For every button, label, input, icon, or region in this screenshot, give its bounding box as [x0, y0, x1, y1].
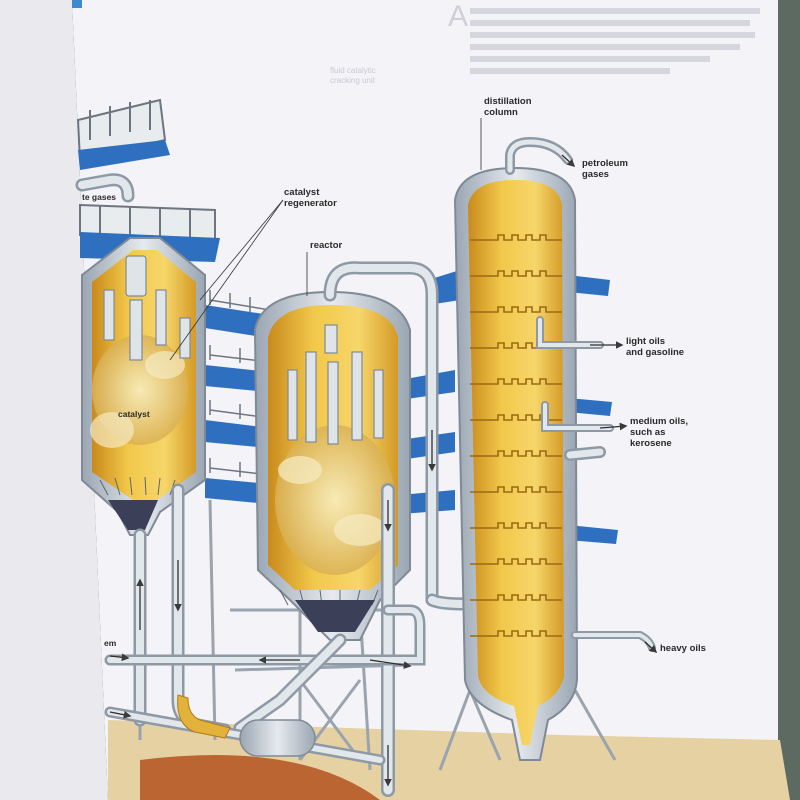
- tray: [470, 234, 562, 241]
- catalyst-transfer-bend: [177, 694, 231, 739]
- label-catalyst: catalyst: [118, 409, 150, 419]
- label-steam: em: [104, 638, 117, 648]
- tray: [470, 558, 562, 565]
- flow-arrows: [109, 430, 436, 787]
- label-catalyst-regenerator: catalyst regenerator: [284, 187, 337, 209]
- platform-top: [78, 140, 170, 170]
- product-arrows: [561, 154, 658, 654]
- tray: [470, 594, 562, 601]
- label-distillation-column: distillation column: [484, 96, 532, 118]
- storage-tank: [239, 719, 316, 757]
- label-petroleum-gases: petroleum gases: [582, 158, 628, 180]
- tray: [470, 378, 562, 385]
- label-reactor: reactor: [310, 240, 343, 251]
- tray: [470, 486, 562, 493]
- platform-column-right-3: [568, 525, 618, 544]
- label-heavy-oils: heavy oils: [660, 643, 706, 654]
- distillation-trays: [470, 234, 562, 637]
- reactor-vessel: [253, 290, 411, 641]
- label-medium-oils: medium oils, such as kerosene: [630, 416, 689, 449]
- tray: [470, 270, 562, 277]
- drop-cap: A: [448, 0, 469, 33]
- tray: [470, 630, 562, 637]
- railings: [209, 290, 271, 477]
- platform-mid-2: [205, 365, 270, 392]
- platform-mid-1: [205, 305, 270, 338]
- platform-mid-4: [205, 478, 270, 504]
- tray: [470, 522, 562, 529]
- platform-column-right-2: [568, 398, 612, 416]
- column-outlet-pipes: [505, 136, 656, 652]
- faint-caption: fluid catalytic cracking unit: [330, 66, 376, 85]
- page-blue-tab: [72, 0, 82, 8]
- platform-mid-3: [205, 420, 270, 448]
- tray: [470, 306, 562, 313]
- tray: [470, 450, 562, 457]
- label-leaders: [169, 118, 482, 361]
- background-text-lines: [470, 8, 760, 74]
- label-waste-gases: te gases: [82, 192, 117, 202]
- label-light-oils: light oils and gasoline: [626, 336, 685, 358]
- book-edge: [778, 0, 800, 800]
- ground-cutaway: [140, 755, 380, 800]
- catalyst-regenerator-vessel: [81, 237, 206, 536]
- distillation-column-vessel: [453, 166, 579, 761]
- platform-column-right-1: [568, 275, 610, 296]
